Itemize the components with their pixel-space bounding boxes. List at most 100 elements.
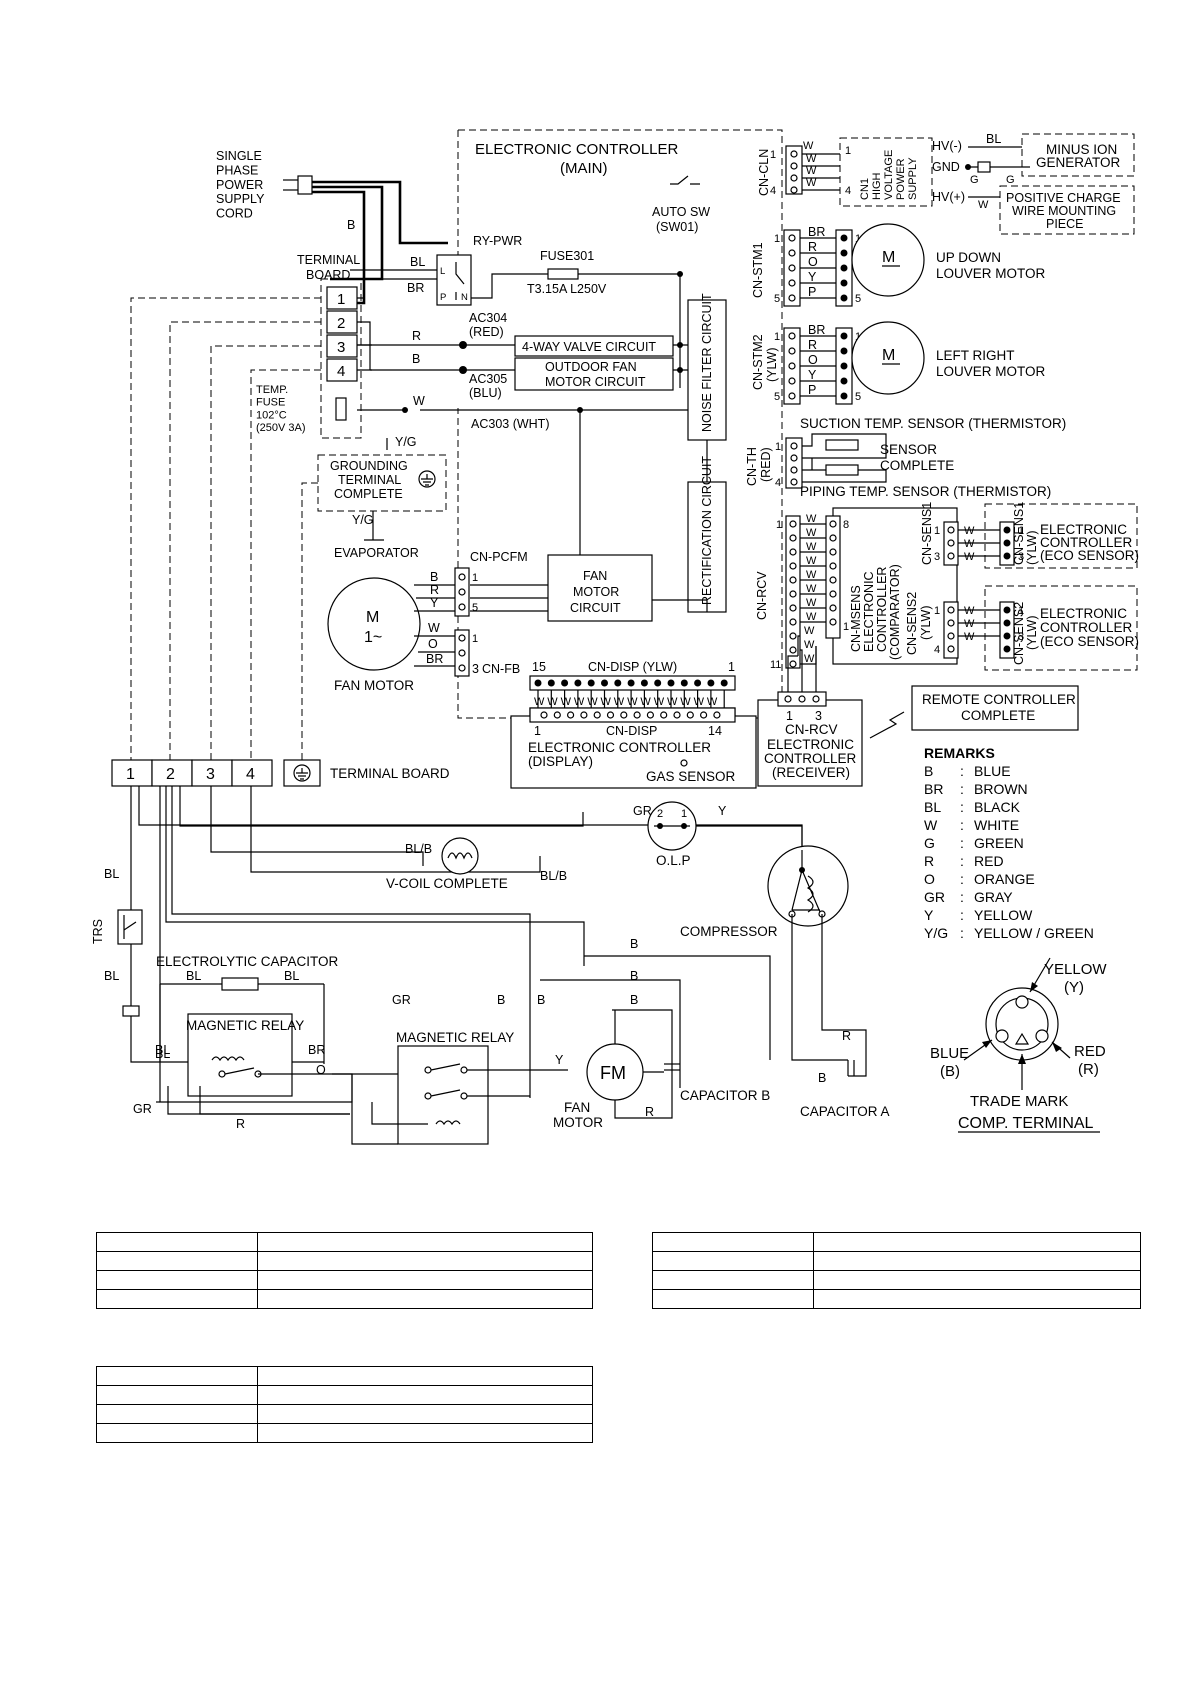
wire-label-blb-1: BL/B xyxy=(405,842,432,856)
left-right-motor-label-1: LEFT RIGHT xyxy=(936,348,1015,363)
piping-sensor-label: PIPING TEMP. SENSOR (THERMISTOR) xyxy=(800,484,1051,499)
ac304-color: (RED) xyxy=(469,325,504,339)
remark-name: YELLOW / GREEN xyxy=(974,925,1094,941)
wire-label-b-3: B xyxy=(630,937,638,951)
suction-sensor-label: SUCTION TEMP. SENSOR (THERMISTOR) xyxy=(800,416,1066,431)
wire-label-bl-1: BL xyxy=(104,867,119,881)
wire-label-r-relay1: R xyxy=(236,1117,245,1131)
main-controller: ELECTRONIC CONTROLLER (MAIN) AUTO SW (SW… xyxy=(350,129,783,719)
eco-sensor-1 xyxy=(984,503,1138,569)
comp-red: RED xyxy=(1074,1043,1106,1060)
wire-label-b-7: B xyxy=(497,993,505,1007)
louver-motor-m: M xyxy=(882,347,895,364)
remark-code: Y/G xyxy=(924,925,948,941)
louver-pin-1: 1 xyxy=(774,233,780,245)
disp-pin-bottom xyxy=(660,711,668,719)
hv-g-1: G xyxy=(970,174,979,186)
louver-motor-pin xyxy=(840,347,848,355)
pcfm-pin-1: 1 xyxy=(472,572,478,584)
disp-wire-label: W xyxy=(654,696,665,708)
fan-motor-circuit xyxy=(547,554,653,622)
remark-sep: : xyxy=(960,763,964,779)
otb-num-3: 3 xyxy=(206,766,215,783)
gas-sensor-label: GAS SENSOR xyxy=(646,769,736,784)
louver-wire-label: O xyxy=(808,255,818,269)
cn-sens2-label: CN-SENS2 xyxy=(905,592,919,655)
tb-terminal-3 xyxy=(326,334,358,358)
four-way-valve-circuit xyxy=(514,335,674,357)
cn-pcfm-label: CN-PCFM xyxy=(470,550,528,564)
louver-motors: CN-STM1 UP DOWN LOUVER MOTOR CN-STM2 (YL… xyxy=(751,223,1046,405)
disp-pin-bottom xyxy=(593,711,601,719)
wire-label-br-relay: BR xyxy=(407,281,424,295)
louver-motor-pin xyxy=(840,234,848,242)
receiver-title-3: (RECEIVER) xyxy=(772,765,850,780)
disp-pin-top xyxy=(534,679,542,687)
comparator-label-3: (COMPARATOR) xyxy=(888,564,902,660)
remark-sep: : xyxy=(960,871,964,887)
disp-top-1: 1 xyxy=(728,660,735,674)
remarks-title: REMARKS xyxy=(924,745,995,761)
remarks-legend: REMARKS B:BLUEBR:BROWNBL:BLACKW:WHITEG:G… xyxy=(924,745,1094,941)
disp-wire-label: W xyxy=(561,696,572,708)
hv-g-2: G xyxy=(1006,174,1015,186)
fan-motor-symbol xyxy=(327,577,421,671)
auto-sw-id: (SW01) xyxy=(656,220,698,234)
eco1-label-1: ELECTRONIC xyxy=(1040,522,1127,537)
comp-y: (Y) xyxy=(1064,979,1084,996)
louver-pin xyxy=(788,392,796,400)
receiver-board xyxy=(757,699,863,787)
sens-board-conn-2 xyxy=(943,601,959,659)
sens-eco-conn-2 xyxy=(999,601,1015,659)
cln-w2: W xyxy=(806,153,817,165)
louver-motor-1 xyxy=(851,223,925,297)
disp-pin-top xyxy=(614,679,622,687)
rcv-wire-label: W xyxy=(806,569,817,581)
fan-wire-br: BR xyxy=(426,652,443,666)
disp-wire-label: W xyxy=(627,696,638,708)
comp-trade-mark: TRADE MARK xyxy=(970,1093,1068,1110)
msens-pin xyxy=(829,618,837,626)
remark-name: GRAY xyxy=(974,889,1013,905)
louver-pin xyxy=(788,234,796,242)
rcv-wire-label: W xyxy=(806,555,817,567)
disp-wire-label: W xyxy=(694,696,705,708)
fb-pin-3: 3 xyxy=(472,662,479,676)
disp-pin-top xyxy=(640,679,648,687)
sens-wire-label: W xyxy=(964,538,975,550)
controller-title: ELECTRONIC CONTROLLER xyxy=(475,141,679,158)
louver-motor-pin-5: 5 xyxy=(855,391,861,403)
suction-thermistor xyxy=(825,439,859,451)
wire-label-yg-2: Y/G xyxy=(352,513,374,527)
display-controller: 15 CN-DISP (YLW) 1 1 CN-DISP 14 ELECTRON… xyxy=(510,660,757,789)
msens-pin xyxy=(829,590,837,598)
disp-pin-bottom xyxy=(686,711,694,719)
controller-subtitle: (MAIN) xyxy=(560,160,608,177)
comp-blue: BLUE xyxy=(930,1045,969,1062)
ground-label-1: GROUNDING xyxy=(330,459,408,473)
rcv-pin xyxy=(789,576,797,584)
minus-ion-label-1: MINUS ION xyxy=(1046,142,1117,157)
sens-pin-last: 3 xyxy=(934,551,940,563)
display-board xyxy=(510,715,757,789)
eco2-label-2: CONTROLLER xyxy=(1040,620,1133,635)
connector-plug xyxy=(122,1005,140,1017)
fan-wire-o: O xyxy=(428,637,438,651)
hv-power-supply xyxy=(839,137,933,207)
piping-thermistor xyxy=(825,464,859,476)
msens-pin xyxy=(829,576,837,584)
msens-pin-1: 1 xyxy=(843,621,849,633)
disp-pin-top xyxy=(601,679,608,687)
wire-label-yg-1: Y/G xyxy=(395,435,417,449)
cn-th-connector xyxy=(785,437,803,489)
wire-label-b-2: B xyxy=(412,352,420,366)
louver-pin-1: 1 xyxy=(774,331,780,343)
remark-code: GR xyxy=(924,889,945,905)
magnetic-relay-1 xyxy=(187,1013,293,1097)
wire-label-b-5: B xyxy=(630,993,638,1007)
remark-code: O xyxy=(924,871,935,887)
louver-wire-label: P xyxy=(808,285,816,299)
relay-n: N xyxy=(461,292,468,303)
outdoor-fan-label-2: MOTOR xyxy=(553,1115,603,1130)
